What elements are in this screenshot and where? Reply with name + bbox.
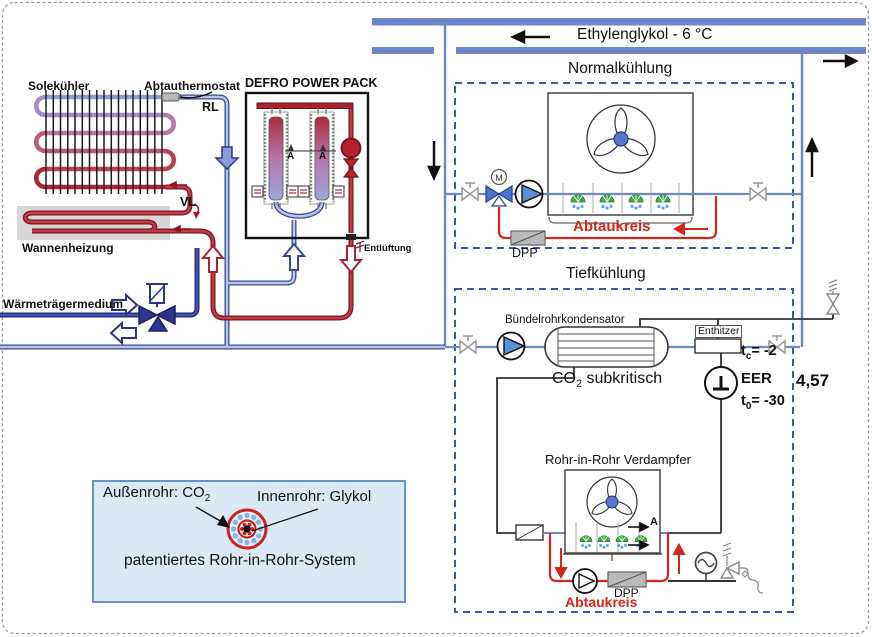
wannenheizung-label: Wannenheizung	[22, 241, 114, 255]
supply-up-arrow-icon	[200, 244, 226, 273]
verdampfer-label: Rohr-in-Rohr Verdampfer	[545, 452, 691, 467]
rl-down-arrow-icon	[214, 146, 240, 171]
tk-defrost-up-arrow-icon	[672, 542, 686, 574]
tk-abtaukreis-label: Abtaukreis	[565, 594, 638, 610]
pipe-cross-section-icon	[226, 508, 268, 550]
medium-in-arrow-icon	[111, 292, 139, 318]
vl-label: VL	[180, 195, 196, 209]
nk-defrost-line	[497, 196, 718, 240]
verdampfer-fan-unit	[563, 469, 662, 561]
tk-dpp-component	[607, 571, 647, 588]
defro-valve-icon	[342, 158, 360, 178]
vent-icon	[355, 240, 365, 252]
enthitzer-component	[694, 338, 742, 354]
tk-shutoff-valve-right-icon	[768, 335, 786, 355]
header-left-arrow-icon	[509, 30, 550, 44]
normalkuehlung-title: Normalkühlung	[568, 60, 673, 77]
mixing-valve-icon	[138, 283, 176, 332]
section-a-left-label: A	[287, 151, 295, 162]
kondensator-label: Bündelrohrkondensator	[505, 314, 625, 326]
abtauthermostat-sensor	[161, 91, 213, 102]
tc-value-label: tc= -2	[741, 343, 777, 362]
nk-underbrace	[548, 216, 693, 229]
nk-fan-unit	[547, 92, 694, 216]
tk-pump-icon	[496, 331, 526, 361]
supply-pipe	[0, 248, 200, 318]
aussenrohr-label: Außenrohr: CO2	[103, 484, 211, 504]
glycol-pipe-label: Ethylenglykol - 6 °C	[577, 26, 713, 43]
co2-liquid-line	[496, 367, 575, 534]
gauge-icon	[694, 551, 718, 581]
tray-flow-arrow-icon	[172, 224, 191, 234]
innenrohr-label: Innenrohr: Glykol	[257, 488, 372, 505]
tk-shutoff-valve-left-icon	[459, 335, 477, 355]
eer-value: 4,57	[796, 371, 830, 390]
enthitzer-label: Enthitzer	[695, 325, 743, 339]
nk-defrost-arrow-icon	[672, 222, 708, 236]
nk-motor-valve-icon: M	[485, 168, 513, 207]
defro-inlet-up-arrow-icon	[281, 242, 307, 271]
nk-shutoff-valve-left-icon	[461, 182, 479, 202]
rl-label: RL	[202, 100, 219, 114]
vl-curl-arrow-icon	[193, 203, 200, 219]
solekuehler-coil	[33, 94, 177, 190]
tk-defrost-pump-icon	[572, 568, 598, 594]
section-a-arrows-icon	[628, 521, 650, 551]
nk-abtaukreis-label: Abtaukreis	[573, 218, 651, 235]
svg-text:M: M	[495, 173, 503, 183]
flow-down-arrow-icon	[427, 141, 441, 182]
tk-safety-valve-icon	[825, 279, 841, 315]
condenser-icon	[544, 326, 669, 368]
nk-dpp-label: DPP	[512, 246, 538, 260]
header-right-arrow-icon	[823, 53, 859, 69]
solekuehler-label: Solekühler	[28, 79, 90, 93]
flow-up-arrow-icon	[805, 136, 819, 177]
filter-drier-icon	[515, 524, 544, 541]
glycol-header-pipes	[372, 18, 866, 347]
tk-dpp-label: DPP	[614, 586, 639, 600]
co2-subkritisch-label: CO2 subkritisch	[552, 370, 663, 391]
fan-icon	[593, 107, 649, 157]
defro-outlet-down-arrow-icon	[338, 245, 364, 274]
eer-label: EER	[741, 370, 772, 387]
t0-value-label: t0= -30	[741, 393, 785, 412]
compressor-icon	[704, 353, 738, 533]
infobox	[92, 480, 406, 603]
shutoff-tick	[346, 234, 356, 240]
vl-flow-arrow-icon	[168, 180, 187, 190]
spray-nozzle-icons-nk	[570, 194, 671, 210]
relief-valve-icon	[719, 542, 764, 594]
nk-pump-icon	[514, 179, 544, 209]
tk-defrost-down-arrow-icon	[554, 548, 568, 580]
fan-icon	[591, 478, 633, 515]
defro-title: DEFRO POWER PACK	[245, 76, 378, 90]
entlueftung-label: Entlüftung	[364, 243, 412, 254]
nk-dpp-component	[510, 230, 546, 246]
defro-pump-icon	[340, 137, 362, 159]
section-a-tk-label: A	[650, 516, 658, 528]
waermetraegermedium-label: Wärmeträgermedium	[3, 297, 124, 311]
section-a-right-label: A	[319, 151, 327, 162]
nk-shutoff-valve-right-icon	[749, 182, 767, 202]
section-aa-marker	[285, 144, 336, 152]
solekuehler-fins	[45, 90, 163, 194]
abtauthermostat-label: Abtauthermostat	[144, 79, 241, 93]
medium-out-arrow-icon	[109, 320, 137, 346]
normalkuehlung-box	[454, 82, 794, 249]
return-pipes	[0, 94, 445, 350]
tiefkuehlung-title: Tiefkühlung	[566, 265, 646, 282]
tiefkuehlung-box	[454, 288, 794, 613]
infobox-arrows	[195, 506, 319, 532]
patent-label: patentiertes Rohr-in-Rohr-System	[124, 552, 356, 569]
hot-pipes	[22, 108, 354, 321]
defro-power-pack	[244, 91, 370, 252]
